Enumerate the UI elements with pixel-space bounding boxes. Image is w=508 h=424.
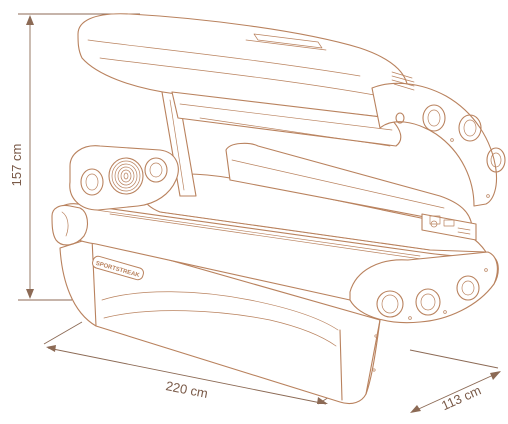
length-label: 220 cm xyxy=(164,378,209,401)
height-label: 157 cm xyxy=(9,144,24,187)
control-panel xyxy=(421,213,477,241)
bed-head-roll xyxy=(51,204,89,246)
width-dimension xyxy=(409,349,501,413)
width-label: 113 cm xyxy=(439,383,483,414)
length-dimension xyxy=(43,321,335,405)
canopy xyxy=(77,13,409,147)
front-facial-unit xyxy=(349,251,498,324)
vent-icon xyxy=(391,71,415,91)
hinge-column xyxy=(161,91,473,227)
facial-tanner xyxy=(69,145,179,211)
canopy-end-cap xyxy=(371,71,506,207)
spiral-lamp-icon xyxy=(108,157,144,195)
